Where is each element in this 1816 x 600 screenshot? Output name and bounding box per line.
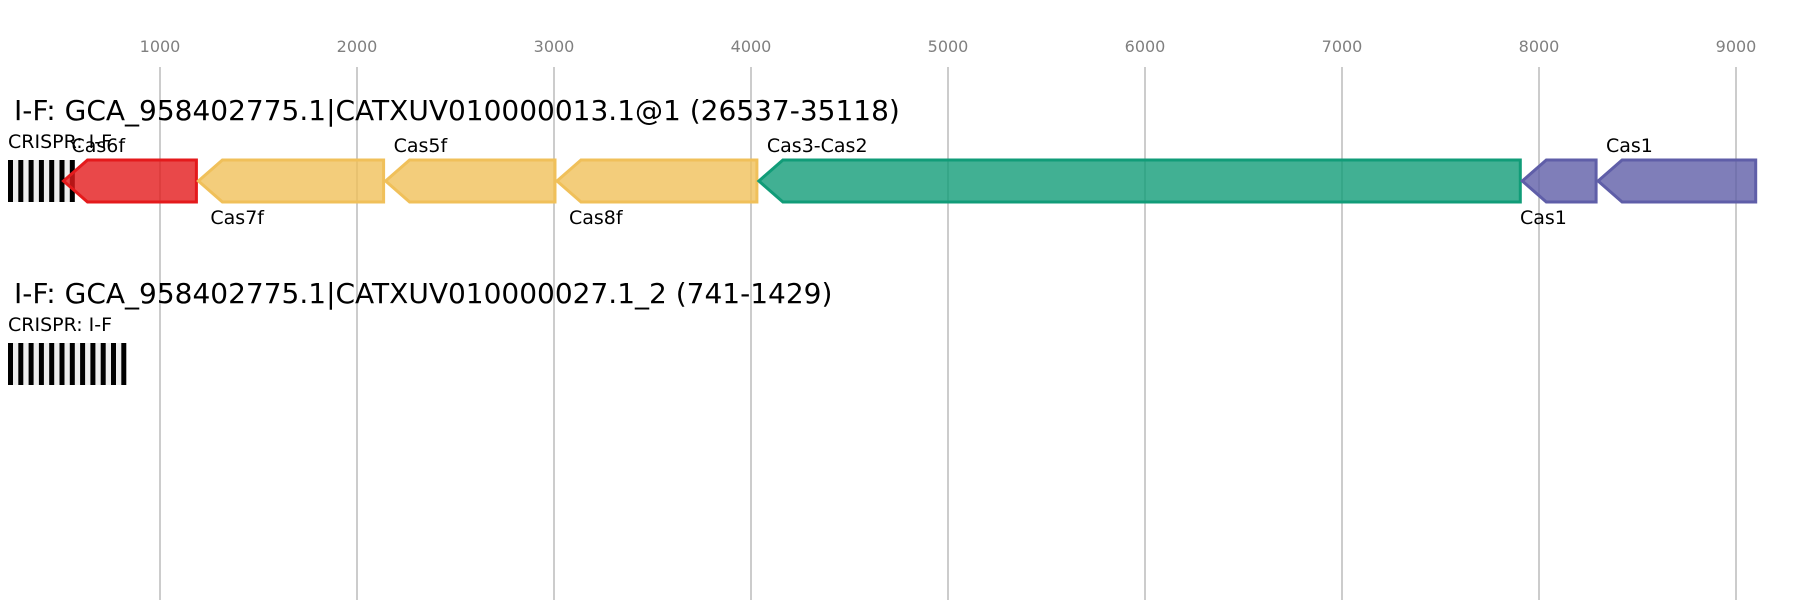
crispr-label: CRISPR: I-F: [8, 131, 112, 153]
gene-label: Cas8f: [569, 207, 624, 229]
gene-cas7f[interactable]: Cas7f: [196, 158, 386, 229]
gene-arrow[interactable]: [383, 158, 557, 204]
gene-label: Cas1: [1606, 135, 1653, 157]
gene-arrow[interactable]: [554, 158, 759, 204]
gene-cas5f[interactable]: Cas5f: [383, 135, 557, 204]
crispr-repeat: [49, 343, 55, 385]
crispr-repeat: [49, 160, 55, 202]
crispr-array: [8, 343, 127, 385]
gene-label: Cas1: [1520, 207, 1567, 229]
axis-tick-label: 5000: [928, 37, 969, 56]
axis-tick-label: 2000: [337, 37, 378, 56]
locus-title: I-F: GCA_958402775.1|CATXUV010000013.1@1…: [14, 94, 900, 127]
crispr-repeat: [80, 343, 86, 385]
gene-cas8f[interactable]: Cas8f: [554, 158, 759, 229]
locus-2: I-F: GCA_958402775.1|CATXUV010000027.1_2…: [8, 277, 832, 385]
gene-arrow[interactable]: [61, 158, 198, 204]
gene-cas6f[interactable]: Cas6f: [61, 135, 198, 204]
axis-tick-label: 9000: [1716, 37, 1757, 56]
crispr-repeat: [18, 160, 24, 202]
axis-tick-label: 3000: [534, 37, 575, 56]
gene-arrow[interactable]: [1595, 158, 1758, 204]
crispr-repeat: [69, 343, 75, 385]
locus-1: I-F: GCA_958402775.1|CATXUV010000013.1@1…: [8, 94, 1758, 229]
crispr-repeat: [18, 343, 24, 385]
axis: 1000 2000 3000 4000 5000 6000 7000 8000 …: [140, 37, 1757, 600]
crispr-repeat: [90, 343, 96, 385]
gene-label: Cas5f: [394, 135, 449, 157]
gene-cas1[interactable]: Cas1: [1520, 158, 1598, 229]
gene-arrow[interactable]: [196, 158, 386, 204]
crispr-repeat: [38, 160, 44, 202]
crispr-repeat: [8, 160, 13, 202]
crispr-repeat: [28, 160, 34, 202]
gene-arrow[interactable]: [1520, 158, 1598, 204]
axis-tick-label: 8000: [1519, 37, 1560, 56]
crispr-repeat: [111, 343, 116, 385]
axis-tick-label: 1000: [140, 37, 181, 56]
crispr-repeat: [59, 343, 65, 385]
crispr-repeat: [8, 343, 13, 385]
gene-label: Cas6f: [72, 135, 127, 157]
crispr-spacers: [8, 343, 126, 385]
locus-title: I-F: GCA_958402775.1|CATXUV010000027.1_2…: [14, 277, 832, 310]
gene-label: Cas3-Cas2: [767, 135, 868, 157]
crispr-repeat: [100, 343, 106, 385]
gene-arrow[interactable]: [756, 158, 1522, 204]
crispr-repeat: [38, 343, 44, 385]
gene-cas3-cas2[interactable]: Cas3-Cas2: [756, 135, 1522, 204]
axis-tick-label: 7000: [1322, 37, 1363, 56]
axis-tick-label: 4000: [731, 37, 772, 56]
crispr-label: CRISPR: I-F: [8, 314, 112, 336]
crispr-repeat: [28, 343, 34, 385]
axis-tick-label: 6000: [1125, 37, 1166, 56]
gene-label: Cas7f: [210, 207, 265, 229]
crispr-repeat: [121, 343, 127, 385]
gene-cas1[interactable]: Cas1: [1595, 135, 1758, 204]
